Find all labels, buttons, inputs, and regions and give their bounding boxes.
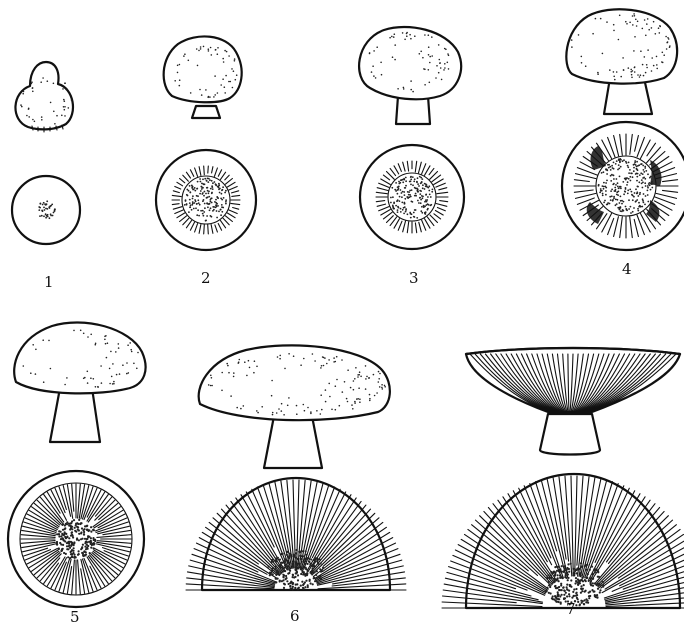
stage-5: 5 <box>8 322 146 625</box>
stage-2-label: 2 <box>201 269 211 287</box>
stage-5-underside-view <box>8 471 144 607</box>
stage-1: 1 <box>12 62 80 291</box>
stage-3-side-view <box>359 27 461 124</box>
stage-6-label: 6 <box>290 607 300 625</box>
stage-2: 2 <box>156 36 256 287</box>
stage-5-label: 5 <box>70 608 80 625</box>
stage-6-underside-view <box>186 478 406 591</box>
stage-4-side-view <box>566 9 677 114</box>
stage-1-side-view <box>15 62 73 132</box>
stage-2-underside-view <box>156 150 256 250</box>
stage-1-underside-view <box>12 176 80 244</box>
stage-3-label: 3 <box>409 269 419 287</box>
stage-4-underside-view <box>562 122 684 250</box>
stage-7-side-view <box>466 348 680 455</box>
stage-7-label: 7 <box>566 600 576 618</box>
stage-7-underside-view <box>442 474 684 608</box>
stage-1-label: 1 <box>44 273 54 291</box>
stage-4: 4 <box>562 9 684 278</box>
stage-2-side-view <box>164 36 242 118</box>
stage-3-underside-view <box>360 145 464 249</box>
stage-6-side-view <box>199 345 390 468</box>
stage-5-side-view <box>14 322 145 442</box>
stage-4-label: 4 <box>622 260 632 278</box>
stage-3: 3 <box>359 27 464 287</box>
stage-7: 7 <box>442 348 684 618</box>
stage-6: 6 <box>186 345 406 625</box>
